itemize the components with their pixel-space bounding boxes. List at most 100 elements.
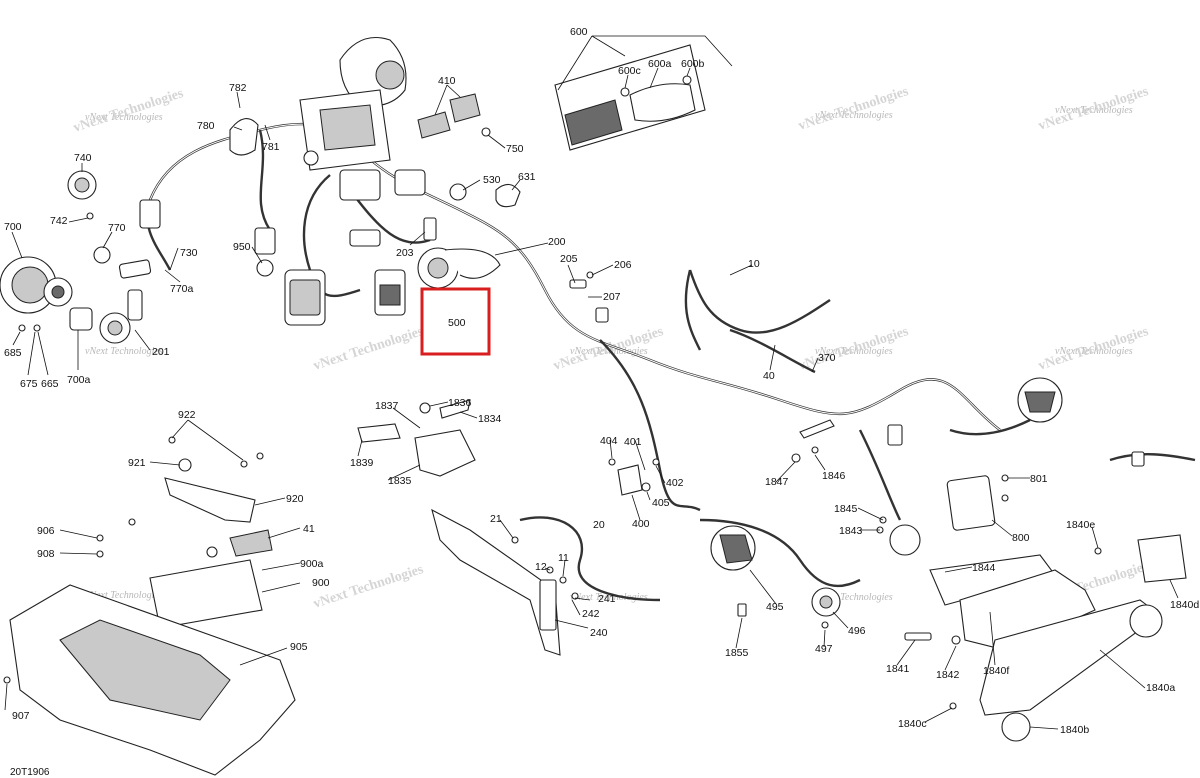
switch-housing-and-bracket [357,399,579,656]
callout-203: 203 [396,247,414,259]
callout-780: 780 [197,120,215,132]
watermark: vNext Technologies [570,592,648,603]
callout-1847: 1847 [765,476,789,488]
callout-600b: 600b [681,58,705,70]
callout-1843: 1843 [839,525,863,537]
callout-530: 530 [483,174,501,186]
watermark-large: vNext Technologies [797,324,911,374]
callout-402: 402 [666,477,684,489]
callout-1840f: 1840f [983,665,1009,677]
callout-782: 782 [229,82,247,94]
callout-10: 10 [748,258,760,270]
callout-41: 41 [303,523,315,535]
callout-600: 600 [570,26,588,38]
callout-1841: 1841 [886,663,910,675]
leader-lines [4,35,1179,730]
callout-40: 40 [763,370,775,382]
main-wiring-harness [146,122,1196,602]
watermarks: vNext Technologies vNext Technologies vN… [72,84,1151,612]
callout-495: 495 [766,601,784,613]
callout-742: 742 [50,215,68,227]
callout-1840a: 1840a [1146,682,1175,694]
callout-905: 905 [290,641,308,653]
callout-labels: 600 600c 600a 600b 410 750 530 631 200 2… [4,26,1199,778]
callout-801: 801 [1030,473,1048,485]
watermark: vNext Technologies [85,590,163,601]
callout-206: 206 [614,259,632,271]
callout-600c: 600c [618,65,641,77]
watermark: vNext Technologies [85,112,163,123]
callout-1840d: 1840d [1170,599,1199,611]
callout-906: 906 [37,525,55,537]
callout-1840c: 1840c [898,718,927,730]
callout-1835: 1835 [388,475,412,487]
callout-950: 950 [233,241,251,253]
callout-404: 404 [600,435,618,447]
callout-600a: 600a [648,58,672,70]
callout-500: 500 [448,317,466,329]
watermark-large: vNext Technologies [72,86,186,136]
callout-1845: 1845 [834,503,858,515]
watermark-large: vNext Technologies [1037,84,1151,134]
callout-405: 405 [652,497,670,509]
callout-665: 665 [41,378,59,390]
callout-800: 800 [1012,532,1030,544]
callout-770a: 770a [170,283,194,295]
watermark-large: vNext Technologies [797,84,911,134]
upper-components [229,36,426,326]
watermark: vNext Technologies [570,346,648,357]
watermark: vNext Technologies [815,110,893,121]
callout-1839: 1839 [350,457,374,469]
callout-781: 781 [262,141,280,153]
headlight-left [0,170,161,344]
watermark: vNext Technologies [815,346,893,357]
callout-730: 730 [180,247,198,259]
callout-631: 631 [518,171,536,183]
callout-370: 370 [818,352,836,364]
callout-20: 20 [593,519,605,531]
callout-1840b: 1840b [1060,724,1089,736]
callout-1842: 1842 [936,669,960,681]
callout-207: 207 [603,291,621,303]
callout-700: 700 [4,221,22,233]
right-components [876,377,1187,742]
callout-410: 410 [438,75,456,87]
callout-920: 920 [286,493,304,505]
callout-1836: 1836 [448,397,472,409]
callout-700a: 700a [67,374,91,386]
callout-675: 675 [20,378,38,390]
watermark: vNext Technologies [815,592,893,603]
callout-21: 21 [490,513,502,525]
watermark-large: vNext Technologies [1037,324,1151,374]
callout-401: 401 [624,436,642,448]
highlight-box [420,287,491,356]
fuse-box [554,44,706,151]
callout-908: 908 [37,548,55,560]
callout-1855: 1855 [725,647,749,659]
callout-240: 240 [590,627,608,639]
callout-241: 241 [598,593,616,605]
watermark-large: vNext Technologies [312,324,426,374]
drawing-id: 20T1906 [10,767,50,778]
callout-907: 907 [12,710,30,722]
callout-201: 201 [152,346,170,358]
battery-and-tray [3,436,296,776]
callout-400: 400 [632,518,650,530]
callout-496: 496 [848,625,866,637]
watermark: vNext Technologies [85,346,163,357]
callout-242: 242 [582,608,600,620]
callout-1846: 1846 [822,470,846,482]
watermark: vNext Technologies [1055,105,1133,116]
callout-205: 205 [560,253,578,265]
callout-11: 11 [558,552,569,564]
callout-497: 497 [815,643,833,655]
callout-1837: 1837 [375,400,399,412]
callout-200: 200 [548,236,566,248]
callout-1844: 1844 [972,562,996,574]
relays-and-switches [417,93,609,323]
center-right-components [608,419,903,629]
callout-900a: 900a [300,558,324,570]
callout-922: 922 [178,409,196,421]
callout-12: 12 [535,561,547,573]
